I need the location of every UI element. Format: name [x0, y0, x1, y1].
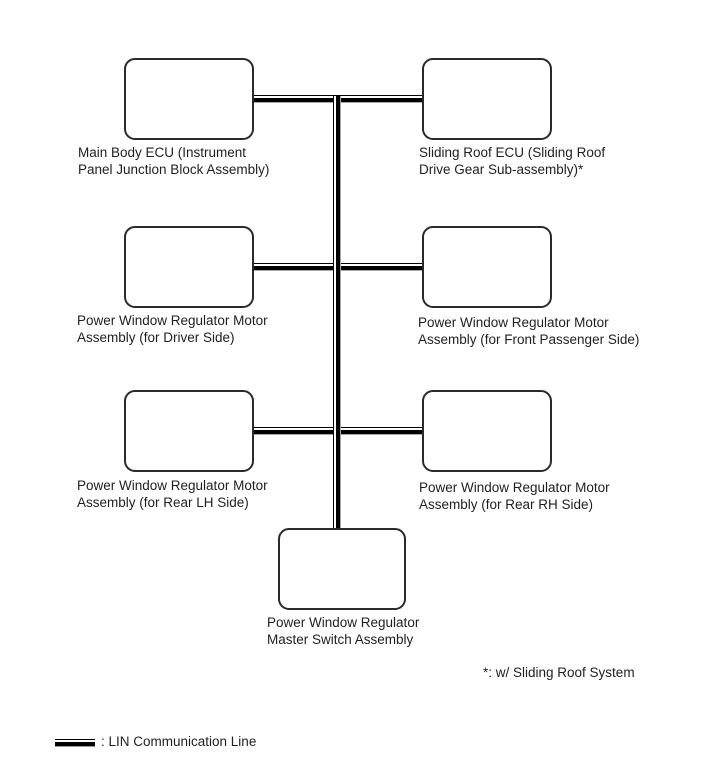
node-label-line: Power Window Regulator Motor: [77, 478, 268, 493]
lin-bus-trunk-line: [333, 96, 341, 528]
node-label-line: Panel Junction Block Assembly): [78, 162, 270, 177]
node-label-line: Power Window Regulator: [267, 615, 420, 630]
node-label-sliding-roof-ecu: Sliding Roof ECU (Sliding Roof Drive Gea…: [419, 144, 605, 178]
lin-line-symbol: [55, 738, 95, 747]
node-label-pw-motor-driver: Power Window Regulator Motor Assembly (f…: [77, 312, 268, 346]
node-label-line: Power Window Regulator Motor: [418, 315, 609, 330]
node-label-line: Power Window Regulator Motor: [419, 480, 610, 495]
node-box-main-body-ecu: [124, 58, 254, 140]
node-label-line: Assembly (for Driver Side): [77, 330, 235, 345]
node-label-line: Assembly (for Rear RH Side): [419, 497, 594, 512]
node-box-sliding-roof-ecu: [422, 58, 552, 140]
node-label-pw-motor-front-passenger: Power Window Regulator Motor Assembly (f…: [418, 314, 639, 348]
node-label-line: Sliding Roof ECU (Sliding Roof: [419, 145, 606, 160]
node-box-pw-motor-rear-lh: [124, 390, 254, 472]
node-box-pw-motor-driver: [124, 226, 254, 308]
legend: : LIN Communication Line: [55, 733, 256, 750]
node-label-line: Master Switch Assembly: [267, 632, 414, 647]
node-box-pw-motor-front-passenger: [422, 226, 552, 308]
node-label-main-body-ecu: Main Body ECU (Instrument Panel Junction…: [78, 144, 269, 178]
node-box-pw-motor-rear-rh: [422, 390, 552, 472]
legend-label: : LIN Communication Line: [101, 734, 257, 749]
sliding-roof-footnote: *: w/ Sliding Roof System: [483, 665, 635, 680]
node-label-line: Main Body ECU (Instrument: [78, 145, 247, 160]
node-label-line: Power Window Regulator Motor: [77, 313, 268, 328]
node-label-line: Drive Gear Sub-assembly)*: [419, 162, 584, 177]
node-box-pw-master-switch: [278, 528, 406, 610]
node-label-pw-master-switch: Power Window Regulator Master Switch Ass…: [267, 614, 419, 648]
node-label-pw-motor-rear-rh: Power Window Regulator Motor Assembly (f…: [419, 479, 610, 513]
node-label-line: Assembly (for Rear LH Side): [77, 495, 249, 510]
node-label-line: Assembly (for Front Passenger Side): [418, 332, 640, 347]
node-label-pw-motor-rear-lh: Power Window Regulator Motor Assembly (f…: [77, 477, 268, 511]
